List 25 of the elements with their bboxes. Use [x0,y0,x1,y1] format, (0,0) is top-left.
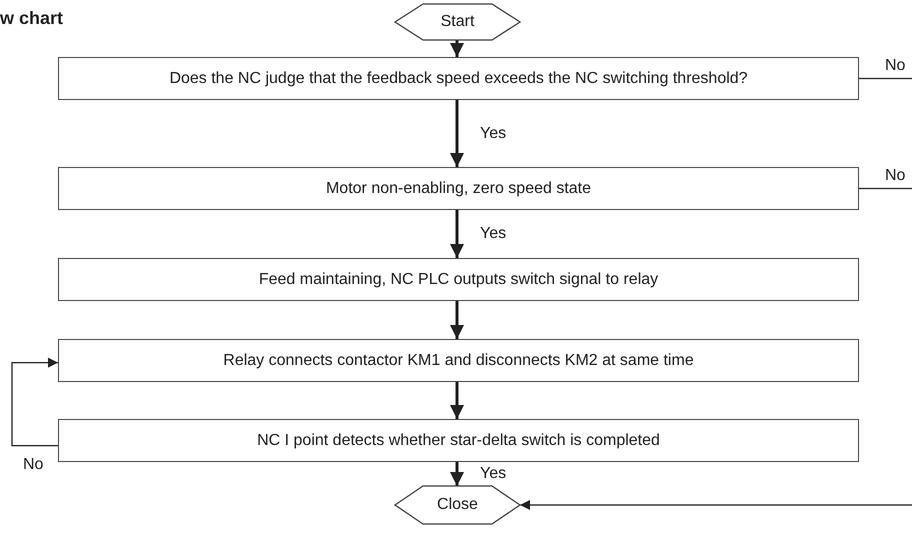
node-text: Motor non-enabling, zero speed state [326,180,592,198]
node-text: Relay connects contactor KM1 and disconnects KM2 at same time [223,352,694,370]
node-text: Feed maintaining, NC PLC outputs switch signal to relay [258,270,658,288]
arrow [520,500,912,510]
process-box [58,167,859,210]
arrow [450,382,464,419]
process-box [58,258,859,301]
arrow [11,358,58,446]
process-box [58,339,859,382]
process-box [58,57,859,100]
node-text: Close [437,496,478,514]
connector-line [859,78,912,80]
node-text: Does the NC judge that the feedback speed exceeds the NC switching threshold? [169,70,748,88]
arrow [450,40,464,57]
terminal-hexagon [395,4,520,40]
terminal-hexagon [395,486,520,524]
arrow [450,301,464,339]
node-text: Start [440,13,474,31]
arrow [450,462,464,486]
arrow [450,210,464,258]
chart-title: w chart [0,8,64,29]
arrow [450,100,464,167]
connector-line [859,188,912,190]
process-box [58,419,859,462]
node-text: NC I point detects whether star-delta switch is completed [257,432,660,450]
